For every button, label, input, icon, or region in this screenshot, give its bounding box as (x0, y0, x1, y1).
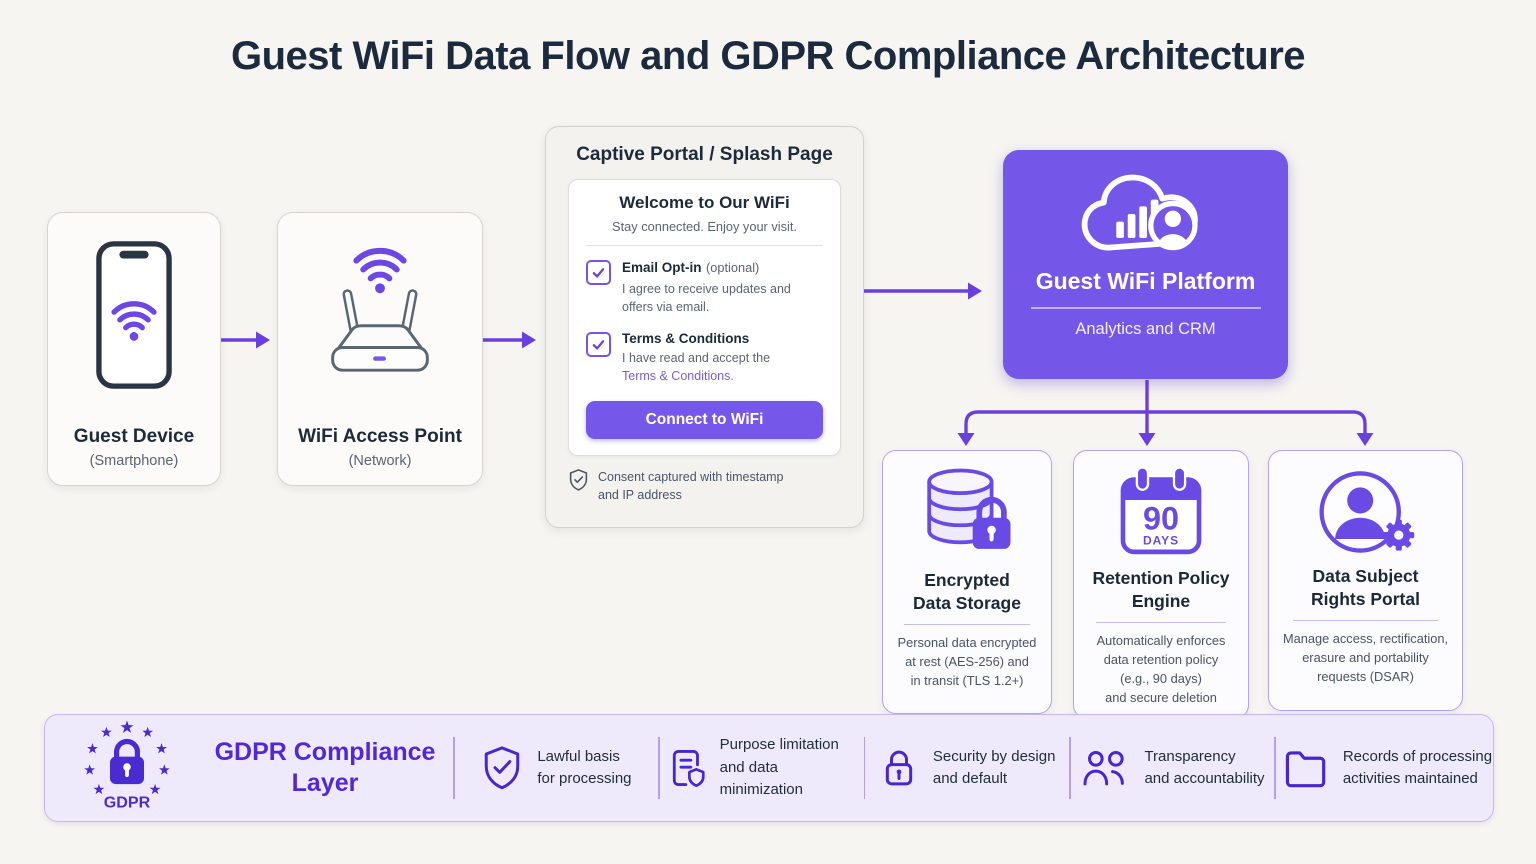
bar-divider (863, 737, 866, 799)
compliance-item-lawful-basis: Lawful basis for processing (461, 744, 653, 792)
email-optin-optional: (optional) (705, 260, 760, 275)
access-point-title: WiFi Access Point (298, 426, 462, 447)
retention-policy-card: 90 DAYS Retention Policy Engine Automati… (1073, 450, 1249, 719)
splash-divider (586, 245, 823, 246)
access-point-node: WiFi Access Point (Network) (277, 212, 483, 486)
calendar-90-days-icon: 90 DAYS (1120, 466, 1202, 555)
platform-title: Guest WiFi Platform (1035, 268, 1256, 294)
terms-description: I have read and accept the (622, 351, 771, 366)
encrypted-storage-title: Encrypted Data Storage (913, 570, 1021, 613)
bar-divider (658, 737, 660, 799)
compliance-item-transparency: Transparency and accountability (1077, 746, 1269, 791)
checkmark-icon (592, 268, 605, 278)
guest-device-title: Guest Device (73, 426, 195, 447)
consent-note: Consent captured with timestamp and IP a… (568, 468, 841, 504)
splash-page-card: Welcome to Our WiFi Stay connected. Enjo… (568, 179, 841, 456)
terms-link[interactable]: Terms & Conditions. (622, 369, 734, 384)
compliance-item-label: Lawful basis for processing (537, 747, 632, 788)
dsar-portal-description: Manage access, rectification, erasure an… (1282, 630, 1449, 684)
dsar-portal-title: Data Subject Rights Portal (1311, 566, 1420, 609)
dsar-portal-card: Data Subject Rights Portal Manage access… (1268, 450, 1463, 711)
consent-note-text: Consent captured with timestamp and IP a… (598, 469, 784, 502)
card-divider (1293, 619, 1438, 621)
card-divider (1095, 621, 1227, 623)
shield-check-icon (485, 746, 520, 790)
document-shield-icon (672, 750, 705, 788)
compliance-bar-title: GDPR Compliance Layer (214, 737, 436, 797)
bar-divider (1274, 737, 1276, 799)
bar-divider (453, 737, 455, 799)
card-divider (904, 623, 1030, 625)
guest-device-node: Guest Device (Smartphone) (47, 212, 221, 486)
retention-policy-title: Retention Policy Engine (1092, 568, 1230, 611)
encrypted-storage-description: Personal data encrypted at rest (AES-256… (897, 634, 1037, 688)
compliance-item-label: Security by design and default (932, 747, 1056, 788)
gdpr-badge-label: GDPR (104, 794, 151, 812)
padlock-icon (885, 750, 913, 786)
database-lock-icon (927, 468, 1011, 549)
bar-divider (1069, 737, 1071, 799)
wifi-router-icon (331, 247, 429, 372)
retention-policy-description: Automatically enforces data retention po… (1096, 632, 1226, 706)
user-gear-icon (1318, 471, 1414, 553)
smartphone-wifi-icon (96, 241, 172, 389)
users-icon (1083, 751, 1125, 786)
gdpr-compliance-bar: GDPR GDPR Compliance Layer Lawful basis … (44, 714, 1494, 822)
email-optin-row: Email Opt-in (optional) I agree to recei… (586, 259, 823, 316)
platform-subtitle: Analytics and CRM (1075, 319, 1216, 338)
connect-to-wifi-button[interactable]: Connect to WiFi (586, 400, 823, 439)
gdpr-lock-stars-icon: GDPR (84, 720, 170, 812)
compliance-item-label: Purpose limitation and data minimization (719, 736, 839, 799)
shield-check-icon (569, 468, 588, 491)
platform-node: Guest WiFi Platform Analytics and CRM (1003, 150, 1288, 379)
folder-icon (1285, 751, 1326, 788)
access-point-subtitle: (Network) (348, 453, 412, 469)
compliance-item-label: Records of processing activities maintai… (1342, 747, 1493, 788)
compliance-item-records: Records of processing activities maintai… (1282, 746, 1493, 791)
email-optin-checkbox[interactable] (586, 260, 611, 285)
welcome-subtitle: Stay connected. Enjoy your visit. (612, 219, 797, 234)
captive-portal-title: Captive Portal / Splash Page (576, 144, 833, 165)
compliance-item-purpose-limitation: Purpose limitation and data minimization (666, 734, 858, 802)
terms-label: Terms & Conditions (622, 331, 750, 347)
email-optin-label: Email Opt-in (622, 260, 702, 275)
encrypted-storage-card: Encrypted Data Storage Personal data enc… (882, 450, 1052, 714)
compliance-item-label: Transparency and accountability (1144, 747, 1265, 788)
calendar-number: 90 (1143, 501, 1179, 537)
terms-row: Terms & Conditions I have read and accep… (586, 331, 823, 385)
cloud-analytics-user-icon (1081, 174, 1198, 251)
platform-divider (1030, 307, 1261, 309)
terms-checkbox[interactable] (586, 332, 611, 358)
compliance-item-security: Security by design and default (871, 744, 1063, 792)
checkmark-icon (592, 340, 605, 350)
guest-device-subtitle: (Smartphone) (89, 453, 179, 469)
email-optin-description: I agree to receive updates and offers vi… (622, 282, 791, 315)
page-title: Guest WiFi Data Flow and GDPR Compliance… (230, 34, 1306, 78)
welcome-title: Welcome to Our WiFi (619, 193, 790, 212)
captive-portal-panel: Captive Portal / Splash Page Welcome to … (545, 126, 864, 528)
calendar-unit: DAYS (1143, 533, 1179, 547)
